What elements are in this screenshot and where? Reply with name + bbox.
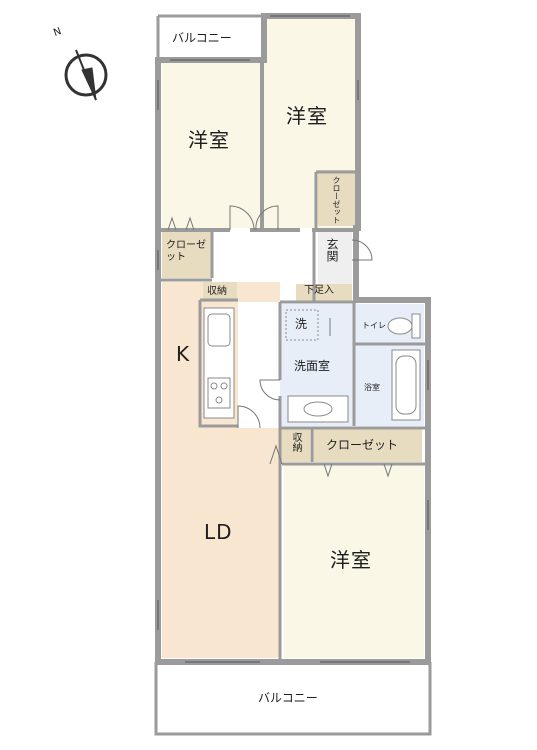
closet-small-label: クローゼット <box>332 176 340 224</box>
toilet-label: トイレ <box>362 321 386 330</box>
shoe-storage-area <box>296 284 352 302</box>
balcony-top-area <box>158 18 260 60</box>
toilet-fixture <box>387 313 421 339</box>
windows <box>157 15 429 663</box>
living-dining-label: LD <box>204 520 233 544</box>
bathtub <box>391 349 421 421</box>
entrance-label: 玄関 <box>325 238 339 262</box>
balcony-top-label: バルコニー <box>172 31 232 45</box>
entrance-area <box>318 232 352 284</box>
closet-large-area <box>312 428 422 462</box>
room-western-bottom-label: 洋室 <box>330 548 372 572</box>
storage-hall-area <box>280 428 310 462</box>
storage-kitchen-label: 収納 <box>207 286 227 297</box>
washroom-label: 洗面室 <box>294 359 331 373</box>
room-western-bottom-area <box>284 464 424 658</box>
north-arrow-icon <box>64 49 108 101</box>
kitchen-counter <box>203 307 235 419</box>
closet-left-area <box>162 232 212 278</box>
shoe-storage-label: 下足入 <box>304 285 334 296</box>
balcony-bottom-area <box>156 664 428 732</box>
washer-label: 洗 <box>295 317 308 331</box>
storage-kitchen-area <box>203 282 237 302</box>
room-western-left-label: 洋室 <box>188 128 230 152</box>
kitchen-label: K <box>176 342 191 366</box>
storage-hall-label: 収納 <box>290 432 301 452</box>
room-western-left-area <box>162 62 262 228</box>
room-western-right-label: 洋室 <box>286 104 328 128</box>
closet-left-label: クローゼット <box>166 240 206 263</box>
closet-large-label: クローゼット <box>326 438 399 452</box>
bathroom-label: 浴室 <box>364 383 380 392</box>
closet-small-area <box>318 170 356 226</box>
corridor-area <box>238 302 280 428</box>
balcony-bottom-label: バルコニー <box>258 691 318 705</box>
washroom-fixtures <box>285 309 349 423</box>
doors <box>167 205 393 478</box>
